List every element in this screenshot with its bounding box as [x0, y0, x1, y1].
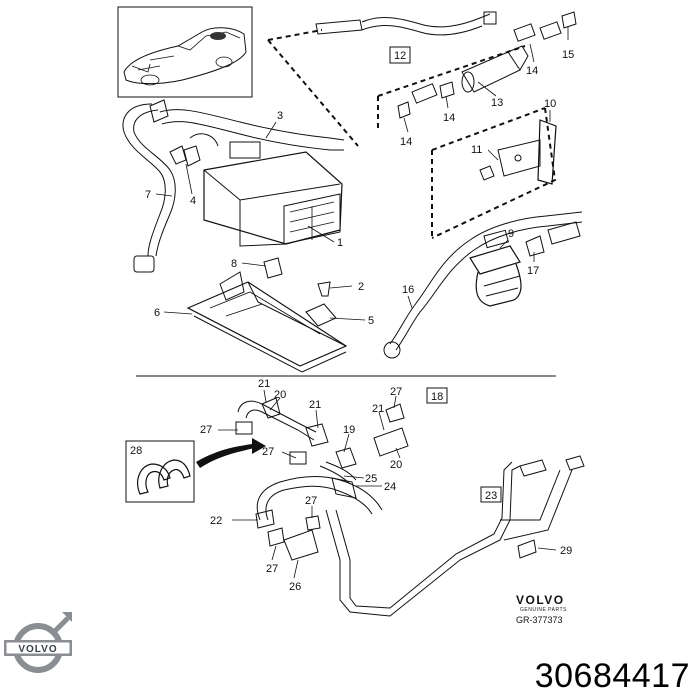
label-27-e: 27	[266, 563, 278, 575]
boxed-label-28: 28	[130, 445, 142, 457]
label-11: 11	[471, 144, 482, 156]
boxed-label-23: 23	[485, 490, 497, 502]
label-16: 16	[402, 284, 414, 296]
stamp-ref: GR-377373	[516, 615, 563, 625]
label-7: 7	[145, 189, 151, 201]
clip-inset-28	[125, 438, 266, 503]
label-9: 9	[508, 228, 514, 240]
part-number: 30684417	[534, 657, 690, 695]
label-21-b: 21	[309, 399, 321, 411]
label-21-a: 21	[258, 378, 270, 390]
label-13: 13	[491, 97, 503, 109]
volvo-logo: VOLVO	[4, 612, 72, 673]
stamp-brand: VOLVO	[516, 593, 565, 607]
label-1: 1	[337, 237, 343, 249]
label-2: 2	[358, 281, 364, 293]
label-14-b: 14	[443, 112, 455, 124]
canister-bracket	[186, 257, 348, 373]
boxed-label-12: 12	[394, 50, 406, 62]
label-15: 15	[562, 49, 574, 61]
label-26: 26	[289, 581, 301, 593]
label-17: 17	[527, 265, 539, 277]
label-19: 19	[343, 424, 355, 436]
label-8: 8	[231, 258, 237, 270]
group-12-bracket	[377, 45, 526, 128]
callout-labels: 1 2 3 4 5 6 7 8 9 10 11 13 14 14 14 15 1…	[145, 49, 574, 593]
label-14-a: 14	[526, 65, 538, 77]
label-10: 10	[544, 98, 556, 110]
boxed-label-18: 18	[431, 391, 443, 403]
genuine-parts-stamp: VOLVO GENUINE PARTS GR-377373	[516, 593, 567, 625]
leader-lines	[155, 26, 569, 579]
label-3: 3	[277, 110, 283, 122]
label-25: 25	[365, 473, 377, 485]
top-hose-assembly	[267, 11, 497, 147]
label-22: 22	[210, 515, 222, 527]
label-27-b: 27	[262, 446, 274, 458]
label-4: 4	[190, 195, 196, 207]
hose-3	[149, 99, 345, 151]
label-6: 6	[154, 307, 160, 319]
fuel-filter-group	[397, 11, 577, 119]
label-29: 29	[560, 545, 572, 557]
label-5: 5	[368, 315, 374, 327]
car-inset	[117, 6, 253, 98]
lower-hose-assembly	[235, 397, 585, 617]
purge-valve-assembly	[383, 211, 583, 359]
label-27-a: 27	[200, 424, 212, 436]
group-18-box	[426, 387, 448, 404]
group-23-box	[480, 486, 502, 503]
hose-7	[122, 103, 176, 273]
label-20-b: 20	[390, 459, 402, 471]
boxed-labels: 12 18 23 28	[130, 50, 497, 502]
label-21-c: 21	[372, 403, 384, 415]
evap-canister	[169, 133, 343, 247]
label-24: 24	[384, 481, 396, 493]
label-20-a: 20	[274, 389, 286, 401]
stamp-sub: GENUINE PARTS	[520, 607, 567, 613]
logo-text: VOLVO	[18, 644, 57, 655]
label-14-c: 14	[400, 136, 412, 148]
bracket-10-11	[431, 107, 557, 239]
label-27-d: 27	[305, 495, 317, 507]
label-27-c: 27	[390, 386, 402, 398]
